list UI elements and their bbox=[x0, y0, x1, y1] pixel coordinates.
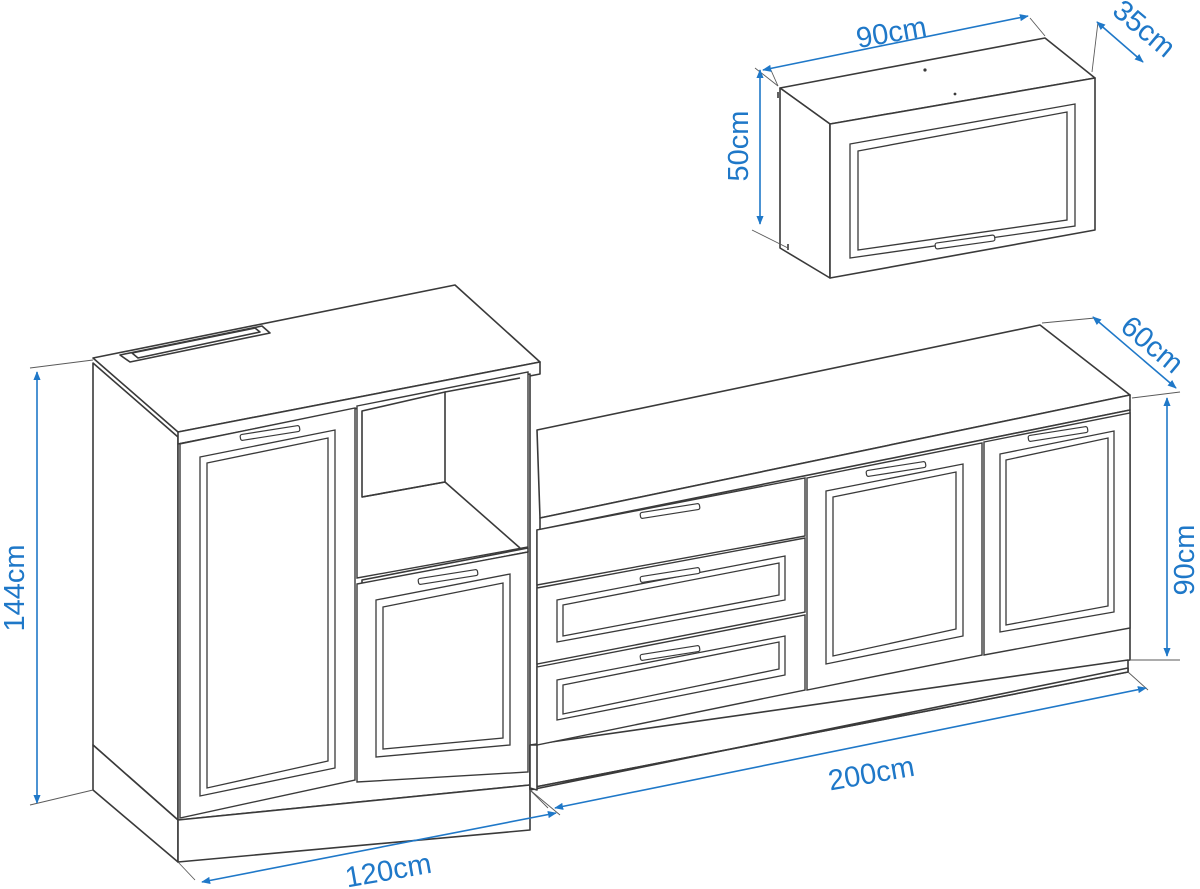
label-tall-width: 120cm bbox=[343, 848, 434, 889]
label-base-width: 200cm bbox=[826, 751, 917, 798]
tall-door-left-handle bbox=[239, 425, 301, 441]
label-wall-width: 90cm bbox=[854, 11, 929, 55]
wall-cabinet-handle bbox=[934, 234, 996, 250]
label-wall-depth: 35cm bbox=[1106, 0, 1181, 64]
drawer-bottom-handle bbox=[639, 645, 701, 661]
drawer-top bbox=[536, 477, 806, 586]
drawer-middle-handle bbox=[639, 567, 701, 583]
dim-line-base-depth bbox=[1092, 316, 1177, 389]
label-tall-height: 144cm bbox=[0, 544, 31, 631]
label-wall-height: 50cm bbox=[723, 111, 755, 182]
label-base-height: 90cm bbox=[1169, 525, 1200, 596]
base-door-right-handle bbox=[1027, 426, 1089, 442]
dim-line-wall-width bbox=[762, 14, 1029, 72]
dimension-lines bbox=[29, 14, 1181, 884]
microwave-niche bbox=[356, 371, 529, 579]
drawer-top-handle bbox=[639, 503, 701, 519]
base-cabinet bbox=[529, 324, 1131, 791]
tall-door-lower-handle bbox=[417, 569, 479, 585]
wall-cabinet-glass-panel bbox=[857, 111, 1068, 251]
tall-cabinet-side bbox=[92, 362, 179, 821]
dim-line-wall-depth bbox=[1096, 21, 1144, 63]
base-door-middle-handle bbox=[865, 461, 927, 477]
dim-line-tall-width bbox=[201, 811, 557, 884]
dim-line-base-width bbox=[554, 686, 1147, 810]
tall-cabinet bbox=[92, 284, 541, 863]
wall-cabinet bbox=[777, 37, 1096, 279]
